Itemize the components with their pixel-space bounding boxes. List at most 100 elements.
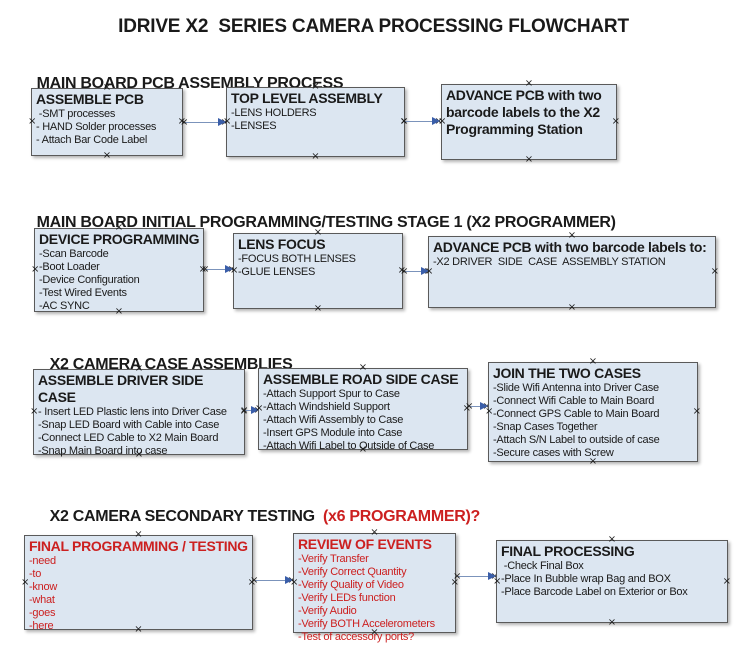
connector-endpoint-start-icon: × [240, 405, 249, 416]
connector-endpoint-start-icon: × [400, 266, 409, 277]
page-title: IDRIVE X2 SERIES CAMERA PROCESSING FLOWC… [118, 16, 629, 37]
box-item: -LENSES [231, 120, 277, 132]
box-item: -what [29, 594, 55, 606]
box-item: -know [29, 581, 58, 593]
box-item: - Attach Bar Code Label [36, 134, 148, 146]
box-item: -Snap Main Board into case [38, 445, 168, 457]
connector-endpoint-start-icon: × [400, 116, 409, 127]
flow-arrow[interactable]: ×× [453, 572, 499, 582]
box-items: -X2 DRIVER SIDE CASE ASSEMBLY STATION [433, 256, 713, 269]
box-assemble-driver-side-case[interactable]: ASSEMBLE DRIVER SIDE CASE - Insert LED P… [30, 364, 248, 460]
section-heading-initial-programming: MAIN BOARD INITIAL PROGRAMMING/TESTING S… [20, 196, 616, 250]
box-item: -Connect LED Cable to X2 Main Board [38, 432, 219, 444]
box-item: -Check Final Box [501, 560, 584, 572]
box-title: FINAL PROGRAMMING / TESTING [29, 538, 248, 554]
connector-endpoint-start-icon: × [201, 264, 210, 275]
box-item: -Verify LEDs function [298, 592, 396, 604]
box-item: -GLUE LENSES [238, 266, 316, 278]
box-item: -Place In Bubble wrap Bag and BOX [501, 573, 671, 585]
box-item: -Connect GPS Cable to Main Board [493, 408, 660, 420]
box-item: -here [29, 620, 54, 632]
box-advance-pcb-programming-station[interactable]: ADVANCE PCB with two barcode labels to t… [438, 79, 620, 165]
box-item: -Snap LED Board with Cable into Case [38, 419, 220, 431]
box-title: ASSEMBLE PCB [36, 91, 144, 107]
box-review-of-events[interactable]: REVIEW OF EVENTS -Verify Transfer-Verify… [290, 528, 459, 644]
box-item: -Scan Barcode [39, 248, 109, 260]
box-item: -Snap Cases Together [493, 421, 598, 433]
box-title: TOP LEVEL ASSEMBLY [231, 90, 383, 106]
connector-endpoint-start-icon: × [465, 401, 474, 412]
box-item: -Test of accessory ports? [298, 631, 415, 643]
flow-arrow[interactable]: ×× [465, 402, 491, 412]
box-title: ASSEMBLE DRIVER SIDE CASE [38, 372, 207, 405]
box-item: -Test Wired Events [39, 287, 127, 299]
box-title: FINAL PROCESSING [501, 543, 635, 559]
flow-arrow[interactable]: ×× [400, 117, 443, 127]
box-device-programming[interactable]: DEVICE PROGRAMMING -Scan Barcode-Boot Lo… [31, 223, 207, 317]
box-items: - Insert LED Plastic lens into Driver Ca… [38, 406, 242, 458]
box-item: -Boot Loader [39, 261, 100, 273]
box-item: -Attach Windshield Support [263, 401, 390, 413]
box-item: -Slide Wifi Antenna into Driver Case [493, 382, 659, 394]
box-advance-pcb-driver-side-station[interactable]: ADVANCE PCB with two barcode labels to: … [425, 231, 719, 313]
connector-handle-bottom-icon: × [524, 154, 534, 165]
box-item: -Insert GPS Module into Case [263, 427, 403, 439]
box-item: -FOCUS BOTH LENSES [238, 253, 356, 265]
box-item: -need [29, 555, 56, 567]
box-item: -Place Barcode Label on Exterior or Box [501, 586, 688, 598]
box-top-level-assembly[interactable]: TOP LEVEL ASSEMBLY -LENS HOLDERS-LENSES … [223, 82, 408, 162]
box-item: - Insert LED Plastic lens into Driver Ca… [38, 406, 227, 418]
box-title: ADVANCE PCB with two barcode labels to t… [446, 87, 606, 137]
box-join-the-two-cases[interactable]: JOIN THE TWO CASES -Slide Wifi Antenna i… [485, 357, 701, 467]
section-heading-text: X2 CAMERA SECONDARY TESTING [49, 508, 319, 525]
connector-handle-bottom-icon: × [311, 151, 320, 162]
box-final-processing[interactable]: FINAL PROCESSING -Check Final Box-Place … [493, 535, 731, 628]
box-items: -Check Final Box-Place In Bubble wrap Ba… [501, 560, 725, 599]
box-item: -Verify Audio [298, 605, 357, 617]
box-assemble-road-side-case[interactable]: ASSEMBLE ROAD SIDE CASE -Attach Support … [255, 363, 471, 455]
box-item: -SMT processes [36, 108, 116, 120]
flow-arrow[interactable]: ×× [180, 118, 229, 128]
box-assemble-pcb[interactable]: ASSEMBLE PCB -SMT processes- HAND Solder… [28, 83, 186, 161]
connector-handle-bottom-icon: × [313, 303, 323, 314]
box-item: -Device Configuration [39, 274, 140, 286]
section-heading-text: MAIN BOARD INITIAL PROGRAMMING/TESTING S… [36, 214, 616, 231]
box-item: -Connect Wifi Cable to Main Board [493, 395, 655, 407]
box-item: -Secure cases with Screw [493, 447, 614, 459]
box-lens-focus[interactable]: LENS FOCUS -FOCUS BOTH LENSES-GLUE LENSE… [230, 228, 406, 314]
connector-endpoint-start-icon: × [250, 575, 259, 586]
box-items: -Verify Transfer-Verify Correct Quantity… [298, 553, 453, 644]
flow-arrow[interactable]: ×× [201, 265, 236, 275]
box-title: REVIEW OF EVENTS [298, 536, 432, 552]
box-title: JOIN THE TWO CASES [493, 365, 641, 381]
connector-endpoint-start-icon: × [453, 571, 462, 582]
box-items: -Attach Support Spur to Case-Attach Wind… [263, 388, 465, 453]
box-items: -LENS HOLDERS-LENSES [231, 107, 402, 133]
box-items: -SMT processes- HAND Solder processes- A… [36, 108, 180, 147]
box-item: -Verify Transfer [298, 553, 369, 565]
flow-arrow[interactable]: ×× [250, 576, 296, 586]
box-items: -need-to-know-what-goes-here [29, 555, 250, 633]
section-heading-secondary-testing: X2 CAMERA SECONDARY TESTING (x6 PROGRAMM… [33, 490, 481, 544]
section-heading-accent: (x6 PROGRAMMER)? [318, 508, 480, 525]
box-items: -FOCUS BOTH LENSES-GLUE LENSES [238, 253, 400, 279]
connector-endpoint-start-icon: × [180, 117, 189, 128]
box-title: ADVANCE PCB with two barcode labels to: [433, 239, 707, 255]
flow-arrow[interactable]: ×× [400, 267, 432, 277]
box-items: -Scan Barcode-Boot Loader-Device Configu… [39, 248, 201, 313]
box-item: -to [29, 568, 42, 580]
box-item: -LENS HOLDERS [231, 107, 317, 119]
box-title: LENS FOCUS [238, 236, 326, 252]
connector-handle-bottom-icon: × [102, 150, 112, 161]
box-title: DEVICE PROGRAMMING [39, 231, 200, 247]
box-final-programming-testing[interactable]: FINAL PROGRAMMING / TESTING -need-to-kno… [21, 530, 256, 635]
box-item: -AC SYNC [39, 300, 90, 312]
box-item: -Attach Wifi Label to Outside of Case [263, 440, 435, 452]
box-item: -Attach Wifi Assembly to Case [263, 414, 404, 426]
box-item: -Attach Support Spur to Case [263, 388, 400, 400]
box-item: - HAND Solder processes [36, 121, 157, 133]
box-item: -Verify Correct Quantity [298, 566, 407, 578]
box-item: -goes [29, 607, 56, 619]
flow-arrow[interactable]: ×× [240, 406, 262, 416]
